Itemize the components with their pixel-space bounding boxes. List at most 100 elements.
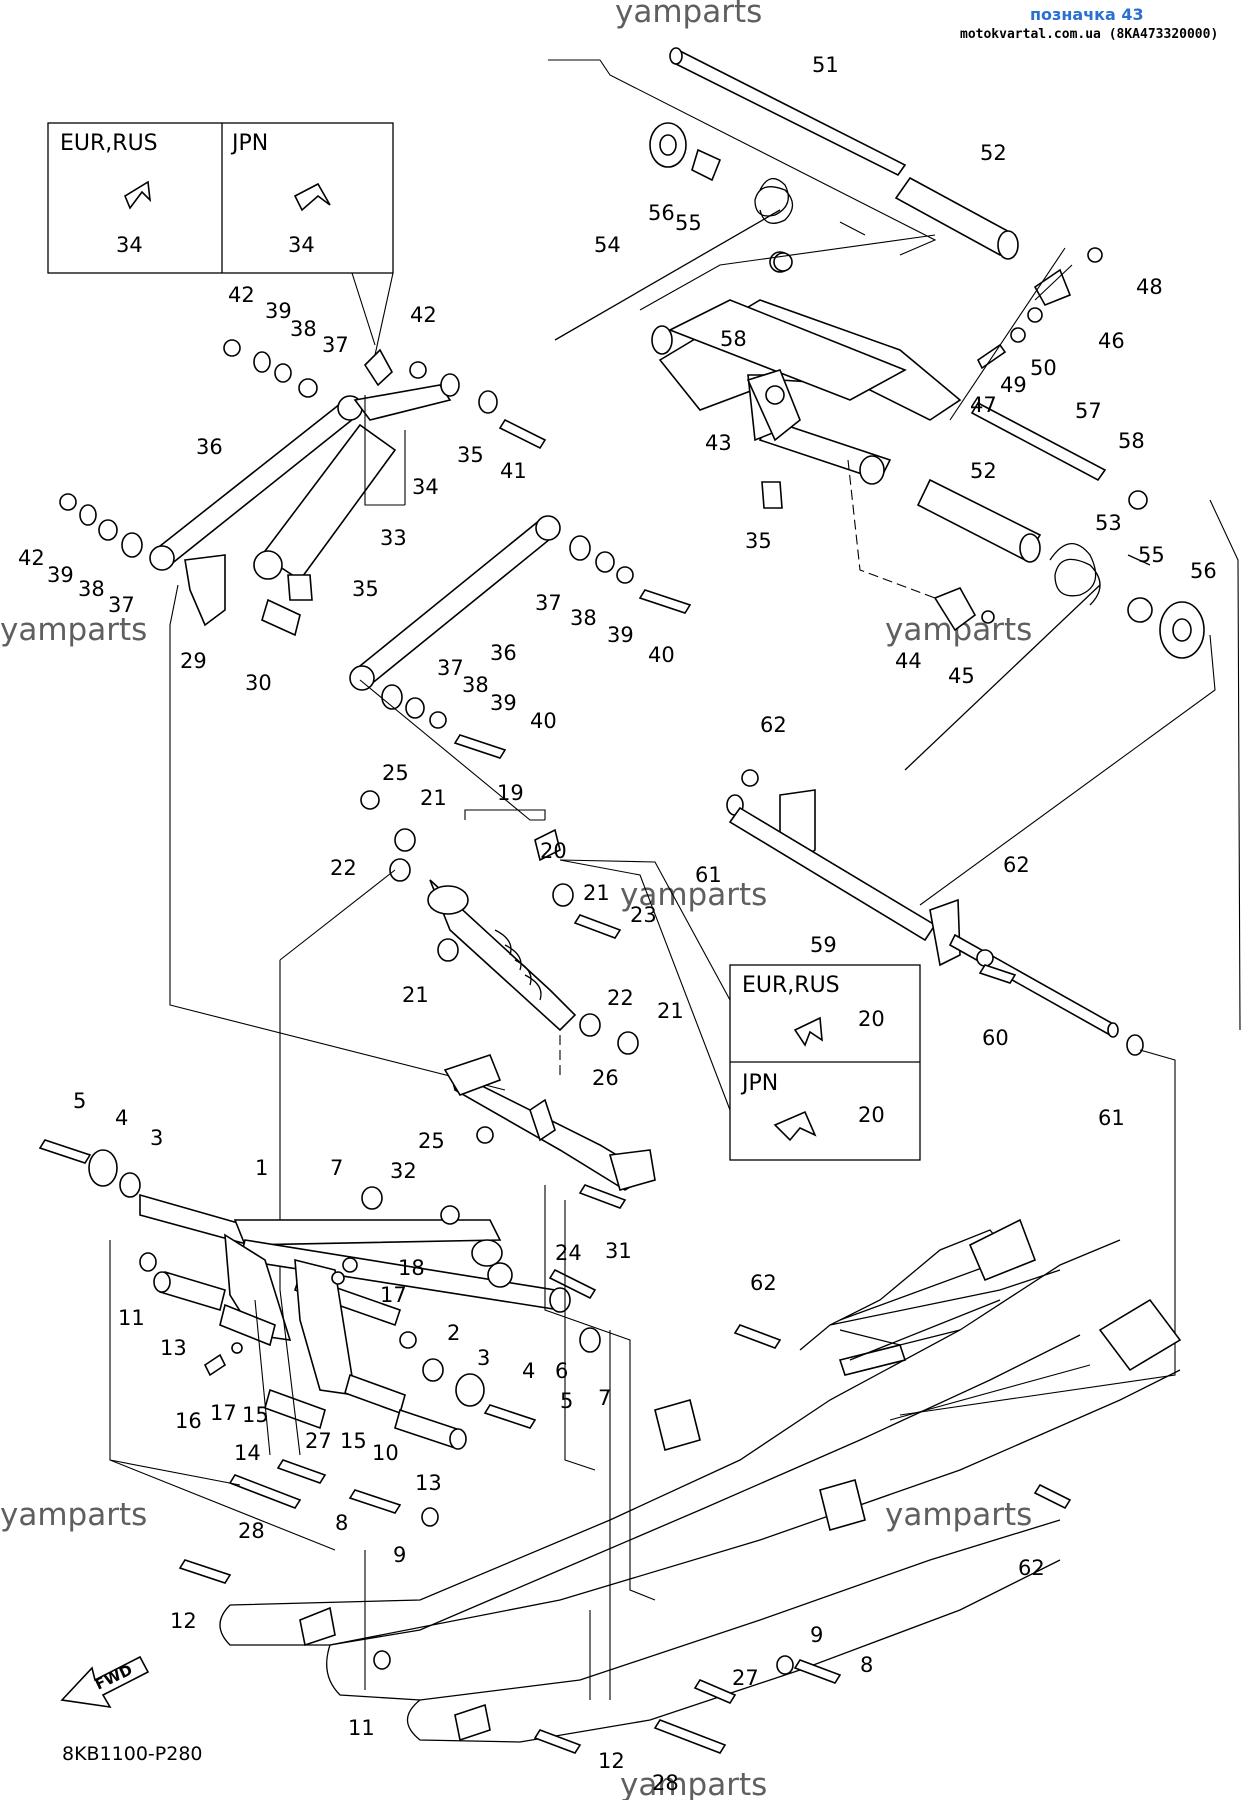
watermark: yamparts: [885, 1497, 1032, 1533]
part-label-42: 42: [18, 546, 45, 570]
part-label-25: 25: [418, 1129, 445, 1153]
part-label-32: 32: [390, 1159, 417, 1183]
part-label-53: 53: [1095, 511, 1122, 535]
part-label-28: 28: [238, 1519, 265, 1543]
part-label-25: 25: [382, 761, 409, 785]
part-label-24: 24: [555, 1241, 582, 1265]
forward-direction-arrow: FWD: [60, 1655, 150, 1709]
part-label-37: 37: [437, 656, 464, 680]
part-label-22: 22: [330, 856, 357, 880]
part-label-33: 33: [380, 526, 407, 550]
part-label-20: 20: [540, 839, 567, 863]
part-label-39: 39: [490, 691, 517, 715]
watermark: yamparts: [615, 0, 762, 30]
part-label-19: 19: [497, 781, 524, 805]
watermark: yamparts: [620, 877, 767, 913]
part-label-37: 37: [322, 333, 349, 357]
part-label-60: 60: [982, 1026, 1009, 1050]
part-label-10: 10: [372, 1441, 399, 1465]
part-label-45: 45: [948, 664, 975, 688]
slide-rail-frame: [219, 1218, 1182, 1754]
part-label-37: 37: [108, 593, 135, 617]
part-label-27: 27: [305, 1429, 332, 1453]
part-label-46: 46: [1098, 329, 1125, 353]
part-label-15: 15: [242, 1403, 269, 1427]
part-label-17: 17: [380, 1283, 407, 1307]
part-label: 34: [116, 233, 143, 257]
part-label-54: 54: [594, 233, 621, 257]
part-label-21: 21: [420, 786, 447, 810]
part-label-21: 21: [657, 999, 684, 1023]
part-label-61: 61: [695, 863, 722, 887]
part-label-30: 30: [245, 671, 272, 695]
part-label-55: 55: [675, 211, 702, 235]
part-label-3: 3: [477, 1346, 490, 1370]
inset-title-jpn: JPN: [230, 131, 268, 156]
part-label-18: 18: [398, 1256, 425, 1280]
part-label-21: 21: [583, 881, 610, 905]
part-label-43: 43: [705, 431, 732, 455]
part-label-4: 4: [115, 1106, 128, 1130]
part-label-38: 38: [78, 577, 105, 601]
part-label-62: 62: [1003, 853, 1030, 877]
lower-front-arm-assembly: [38, 1054, 656, 1700]
part-label-50: 50: [1030, 356, 1057, 380]
part-label-14: 14: [234, 1441, 261, 1465]
part-label-57: 57: [1075, 399, 1102, 423]
part-label-47: 47: [970, 393, 997, 417]
part-label-48: 48: [1136, 275, 1163, 299]
part-label-21: 21: [402, 983, 429, 1007]
part-label-56: 56: [648, 201, 675, 225]
part-label-52: 52: [980, 141, 1007, 165]
part-label-23: 23: [630, 903, 657, 927]
part-label-1: 1: [255, 1156, 268, 1180]
rear-cross-shaft: [726, 634, 1216, 1416]
part-label-2: 2: [447, 1321, 460, 1345]
part-label-29: 29: [180, 649, 207, 673]
part-label-61: 61: [1098, 1106, 1125, 1130]
inset-box-part-20: EUR,RUS JPN 20 20: [559, 859, 921, 1161]
part-label-39: 39: [265, 299, 292, 323]
part-label-35: 35: [457, 443, 484, 467]
part-label: 34: [288, 233, 315, 257]
part-label-35: 35: [352, 577, 379, 601]
part-label-44: 44: [895, 649, 922, 673]
part-label-6: 6: [555, 1359, 568, 1383]
part-label-51: 51: [812, 53, 839, 77]
part-label-11: 11: [118, 1306, 145, 1330]
part-label-49: 49: [1000, 373, 1027, 397]
inset-title-eur-rus: EUR,RUS: [742, 973, 840, 998]
part-label-5: 5: [560, 1389, 573, 1413]
part-label-36: 36: [196, 435, 223, 459]
part-label-17: 17: [210, 1401, 237, 1425]
part-label-8: 8: [335, 1511, 348, 1535]
part-label-7: 7: [330, 1156, 343, 1180]
part-label-38: 38: [290, 317, 317, 341]
part-label-42: 42: [228, 283, 255, 307]
part-label-9: 9: [393, 1543, 406, 1567]
upper-rear-arm-assembly: [548, 47, 1241, 1031]
part-label-13: 13: [415, 1471, 442, 1495]
part-label-58: 58: [1118, 429, 1145, 453]
part-label-62: 62: [750, 1271, 777, 1295]
part-label-3: 3: [150, 1126, 163, 1150]
part-label-38: 38: [462, 673, 489, 697]
part-label-9: 9: [810, 1623, 823, 1647]
part-label-40: 40: [530, 709, 557, 733]
watermark: yamparts: [0, 612, 147, 648]
part-label-55: 55: [1138, 543, 1165, 567]
upper-link-assembly: [59, 339, 692, 1091]
part-label-4: 4: [522, 1359, 535, 1383]
part-label-31: 31: [605, 1239, 632, 1263]
inset-title-eur-rus: EUR,RUS: [60, 131, 158, 156]
part-label-42: 42: [410, 303, 437, 327]
part-label-13: 13: [160, 1336, 187, 1360]
part-label-62: 62: [1018, 1556, 1045, 1580]
header-label: позначка 43: [1030, 5, 1144, 24]
part-label-35: 35: [745, 529, 772, 553]
part-label: 20: [858, 1007, 885, 1031]
part-label-5: 5: [73, 1089, 86, 1113]
part-label-7: 7: [598, 1386, 611, 1410]
part-label-26: 26: [592, 1066, 619, 1090]
part-label-38: 38: [570, 606, 597, 630]
